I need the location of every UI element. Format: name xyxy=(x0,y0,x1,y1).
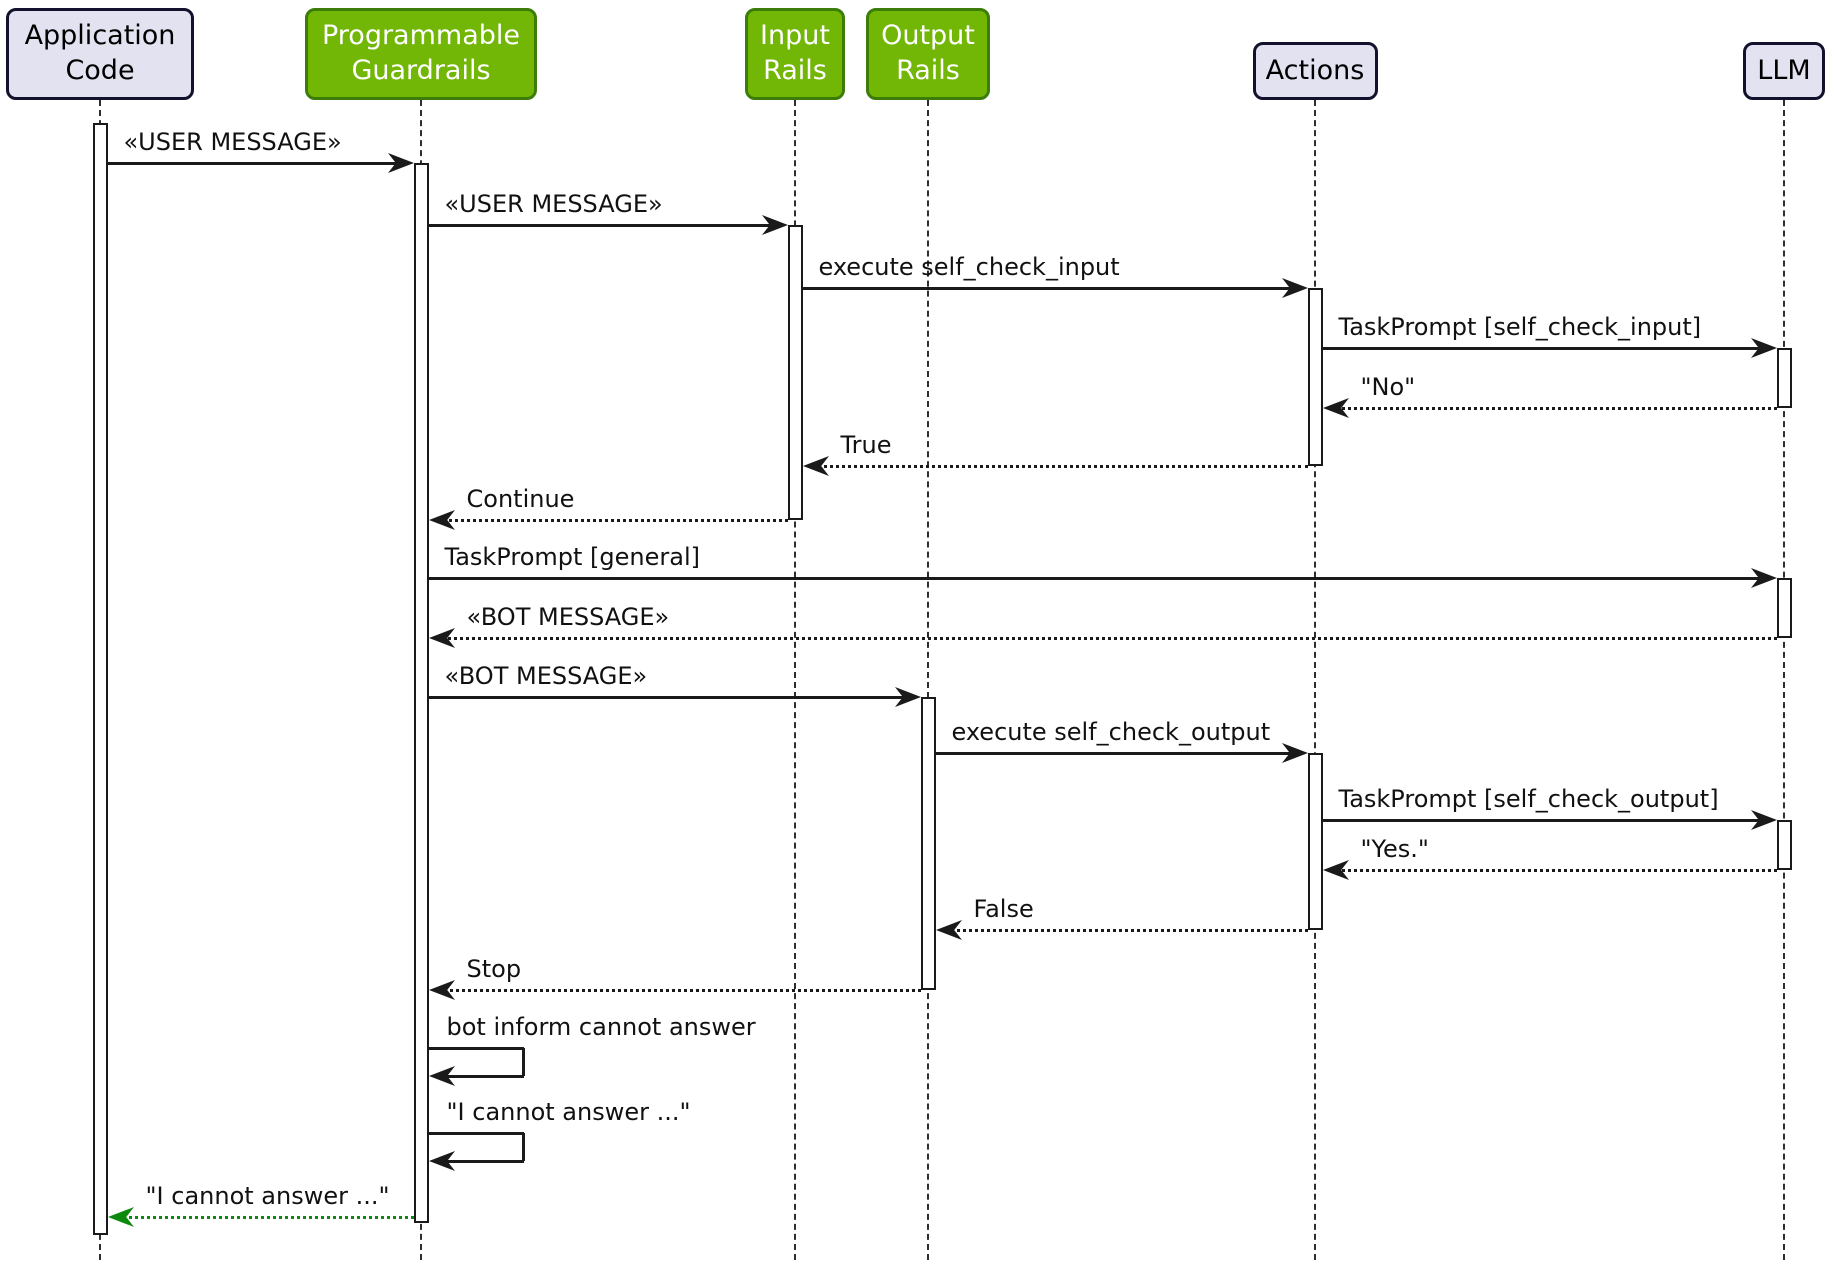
message-arrowhead-icon-14 xyxy=(428,980,455,1000)
message-arrowhead-icon-4 xyxy=(1322,398,1349,418)
self-message-out-line-16 xyxy=(428,1132,524,1135)
lifeline-actions xyxy=(1314,100,1316,1260)
message-label-15: bot inform cannot answer xyxy=(446,1013,756,1041)
message-arrowhead-icon-17 xyxy=(107,1207,134,1227)
message-arrowhead-icon-7 xyxy=(1750,568,1777,588)
message-line-10 xyxy=(935,752,1300,755)
self-message-out-line-15 xyxy=(428,1047,524,1050)
participant-label-actions: Actions xyxy=(1265,54,1365,86)
participant-box-output: Output Rails xyxy=(866,8,990,100)
message-arrowhead-icon-8 xyxy=(428,628,455,648)
message-arrowhead-icon-13 xyxy=(935,920,962,940)
activation-bar-app xyxy=(92,123,108,1235)
message-arrowhead-icon-0 xyxy=(387,153,414,173)
message-arrowhead-icon-5 xyxy=(802,456,829,476)
message-line-9 xyxy=(428,696,913,699)
activation-bar-llm xyxy=(1776,820,1792,870)
message-label-3: TaskPrompt [self_check_input] xyxy=(1338,313,1702,341)
participant-label-input: Input Rails xyxy=(760,20,830,86)
message-label-1: «USER MESSAGE» xyxy=(444,190,663,218)
message-label-4: "No" xyxy=(1360,373,1416,401)
message-line-14 xyxy=(436,989,921,992)
lifeline-input xyxy=(794,100,796,1260)
lifeline-llm xyxy=(1783,100,1785,1260)
message-label-17: "I cannot answer ..." xyxy=(145,1182,390,1210)
activation-bar-output xyxy=(920,697,936,990)
message-label-12: "Yes." xyxy=(1360,835,1429,863)
message-line-4 xyxy=(1330,407,1777,410)
message-arrowhead-icon-9 xyxy=(894,687,921,707)
message-arrowhead-icon-3 xyxy=(1750,338,1777,358)
message-label-13: False xyxy=(973,895,1034,923)
activation-bar-actions xyxy=(1307,288,1323,466)
message-line-8 xyxy=(436,637,1777,640)
self-message-return-line-16 xyxy=(434,1160,524,1163)
participant-label-guardrails: Programmable Guardrails xyxy=(321,20,521,86)
participant-label-app: Application Code xyxy=(24,20,176,86)
message-label-16: "I cannot answer ..." xyxy=(446,1098,691,1126)
message-line-17 xyxy=(115,1216,414,1219)
participant-label-output: Output Rails xyxy=(881,20,975,86)
activation-bar-actions xyxy=(1307,753,1323,930)
message-arrowhead-icon-12 xyxy=(1322,860,1349,880)
lifeline-output xyxy=(927,100,929,1260)
message-label-2: execute self_check_input xyxy=(818,253,1120,281)
activation-bar-llm xyxy=(1776,348,1792,408)
self-message-side-line-16 xyxy=(521,1133,525,1161)
message-label-11: TaskPrompt [self_check_output] xyxy=(1338,785,1719,813)
message-line-3 xyxy=(1322,347,1769,350)
message-line-2 xyxy=(802,287,1300,290)
activation-bar-guardrails xyxy=(413,163,429,1223)
message-line-6 xyxy=(436,519,788,522)
message-arrowhead-icon-6 xyxy=(428,510,455,530)
message-arrowhead-icon-11 xyxy=(1750,810,1777,830)
message-arrowhead-icon-2 xyxy=(1281,278,1308,298)
message-line-0 xyxy=(107,162,406,165)
participant-label-llm: LLM xyxy=(1757,54,1811,86)
message-line-1 xyxy=(428,224,780,227)
self-message-side-line-15 xyxy=(521,1048,525,1076)
message-label-9: «BOT MESSAGE» xyxy=(444,662,648,690)
message-label-10: execute self_check_output xyxy=(951,718,1271,746)
participant-box-app: Application Code xyxy=(6,8,194,100)
self-message-return-line-15 xyxy=(434,1075,524,1078)
participant-box-actions: Actions xyxy=(1252,42,1378,100)
participant-box-guardrails: Programmable Guardrails xyxy=(305,8,537,100)
message-arrowhead-icon-1 xyxy=(761,215,788,235)
message-label-6: Continue xyxy=(466,485,575,513)
message-line-13 xyxy=(943,929,1308,932)
message-label-5: True xyxy=(840,431,892,459)
activation-bar-llm xyxy=(1776,578,1792,638)
message-line-7 xyxy=(428,577,1769,580)
message-label-0: «USER MESSAGE» xyxy=(123,128,342,156)
message-label-7: TaskPrompt [general] xyxy=(444,543,700,571)
self-message-arrowhead-icon-15 xyxy=(428,1066,455,1086)
message-label-8: «BOT MESSAGE» xyxy=(466,603,670,631)
message-arrowhead-icon-10 xyxy=(1281,743,1308,763)
participant-box-input: Input Rails xyxy=(745,8,845,100)
message-line-11 xyxy=(1322,819,1769,822)
message-line-5 xyxy=(810,465,1308,468)
activation-bar-input xyxy=(787,225,803,520)
participant-box-llm: LLM xyxy=(1743,42,1825,100)
message-line-12 xyxy=(1330,869,1777,872)
self-message-arrowhead-icon-16 xyxy=(428,1151,455,1171)
message-label-14: Stop xyxy=(466,955,522,983)
